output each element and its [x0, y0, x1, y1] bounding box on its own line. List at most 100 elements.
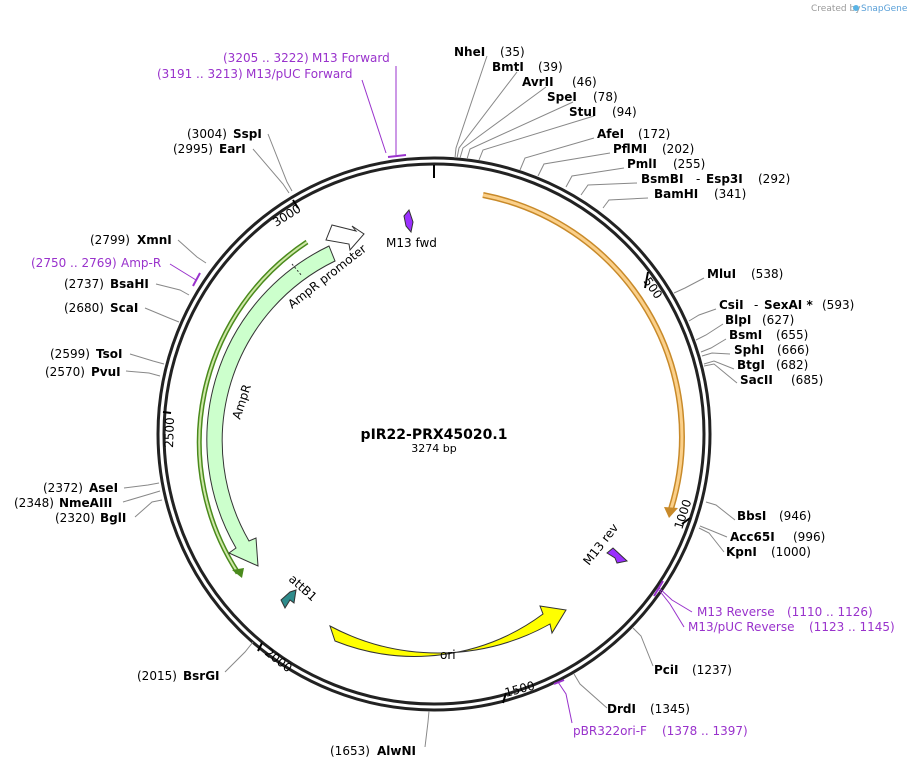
enzyme-pos: (538) — [751, 267, 783, 281]
enzyme-pos: (172) — [638, 127, 670, 141]
backbone-inner-ring — [162, 162, 706, 706]
primer-leader — [557, 681, 573, 724]
enzyme-pos: (202) — [662, 142, 694, 156]
enzyme-name: BsmBI — [641, 172, 683, 186]
enzyme-name: CsiI — [719, 298, 744, 312]
primer-range: (1110 .. 1126) — [787, 605, 873, 619]
credit-prefix: Created by — [811, 4, 861, 14]
feature-ampr-divider — [291, 263, 303, 277]
enzyme-name: SphI — [734, 343, 764, 357]
feature-ori — [329, 605, 567, 657]
enzyme-pos: (341) — [714, 187, 746, 201]
primer-name: Amp-R — [121, 256, 161, 270]
enzyme-name: BamHI — [654, 187, 698, 201]
primer-leader — [361, 79, 387, 154]
ruler-tick — [681, 517, 691, 525]
enzyme-pos: (1653) — [330, 744, 370, 758]
snapgene-logo-icon — [853, 5, 859, 11]
feature-label-m13-fwd: M13 fwd — [386, 236, 437, 250]
enzyme-name: AvrII — [522, 75, 554, 89]
enzyme-name: ScaI — [110, 301, 138, 315]
leader-line — [478, 115, 595, 161]
enzyme-name: StuI — [569, 105, 596, 119]
enzyme-name: PciI — [654, 663, 679, 677]
feature-m13-rev — [606, 547, 629, 564]
primer-range: (1378 .. 1397) — [662, 724, 748, 738]
leader-line — [424, 710, 430, 748]
enzyme-name: KpnI — [726, 545, 757, 559]
enzyme-pos: (2348) — [14, 496, 54, 510]
leader-line — [454, 55, 488, 159]
enzyme-name: BbsI — [737, 509, 766, 523]
leader-line — [466, 101, 574, 160]
enzyme-pos: (2015) — [137, 669, 177, 683]
enzyme-pos: (78) — [593, 90, 618, 104]
ruler-label: 2500 — [162, 417, 177, 448]
feature-orange-arc — [482, 193, 684, 510]
primer-site-pbr322ori-f — [553, 679, 565, 685]
primer-leader — [658, 587, 693, 613]
leader-line — [456, 71, 518, 159]
enzyme-pos: (627) — [762, 313, 794, 327]
enzyme-pos: (1345) — [650, 702, 690, 716]
enzyme-name: Acc65I — [730, 530, 775, 544]
primer-sites — [192, 154, 664, 685]
enzyme-name: BlpI — [725, 313, 751, 327]
primer-name: M13 Reverse — [697, 605, 775, 619]
ruler-tick — [162, 411, 172, 414]
enzyme-name: AseI — [89, 481, 118, 495]
enzyme-name: AfeI — [597, 127, 624, 141]
feature-orange-arc-outline — [482, 192, 685, 510]
enzyme-name: BsaHI — [110, 277, 149, 291]
ruler-tick — [644, 271, 649, 289]
enzyme-name: XmnI — [137, 233, 172, 247]
feature-attb1 — [280, 589, 297, 610]
feature-ampr-backbone — [198, 241, 308, 574]
primer-name: M13/pUC Reverse — [688, 620, 795, 634]
leader-line — [701, 352, 731, 357]
enzyme-pos: (39) — [538, 60, 563, 74]
enzyme-pos: (1000) — [771, 545, 811, 559]
feature-label-ampr: AmpR — [230, 382, 254, 420]
enzyme-labels-right: NheI (35) BmtI (39) AvrII (46) SpeI (78)… — [454, 45, 854, 716]
enzyme-pos: (46) — [572, 75, 597, 89]
leader-line — [698, 527, 725, 553]
enzyme-pos: (685) — [791, 373, 823, 387]
credit-brand: SnapGene — [861, 4, 908, 14]
enzyme-name: SpeI — [547, 90, 577, 104]
leader-line — [252, 148, 290, 194]
enzyme-pos: (255) — [673, 157, 705, 171]
ruler-tick — [292, 199, 299, 209]
primer-range: (2750 .. 2769) — [31, 256, 117, 270]
enzyme-name: BmtI — [492, 60, 524, 74]
backbone-outer-ring — [156, 156, 712, 712]
enzyme-name: EarI — [219, 142, 246, 156]
leader-line — [700, 338, 727, 353]
ruler-label: 3000 — [270, 201, 303, 229]
enzyme-name: AlwNI — [377, 744, 416, 758]
enzyme-labels-left: (1653) AlwNI (2015) BsrGI (2320) BglI (2… — [14, 127, 416, 758]
leader-line — [144, 307, 180, 323]
enzyme-pos: (2799) — [90, 233, 130, 247]
enzyme-name: PflMI — [613, 142, 647, 156]
leader-line — [129, 353, 165, 365]
enzyme-pos: (35) — [500, 45, 525, 59]
enzyme-name: SacII — [740, 373, 773, 387]
enzyme-pos: (682) — [776, 358, 808, 372]
leader-line — [705, 501, 736, 521]
feature-orange-arc-head — [664, 507, 678, 518]
primer-name: pBR322ori-F — [573, 724, 647, 738]
primer-site-amp-r — [192, 272, 201, 287]
leader-line — [125, 370, 161, 377]
enzyme-name: NheI — [454, 45, 485, 59]
enzyme-separator: - — [696, 172, 700, 186]
leader-line — [123, 482, 160, 489]
enzyme-name: SspI — [233, 127, 262, 141]
feature-label-ori: ori — [440, 648, 456, 662]
features — [196, 192, 685, 657]
enzyme-name: PmlI — [627, 157, 657, 171]
leader-line — [267, 133, 293, 192]
enzyme-pos: (2995) — [173, 142, 213, 156]
ruler-tick — [502, 692, 507, 704]
